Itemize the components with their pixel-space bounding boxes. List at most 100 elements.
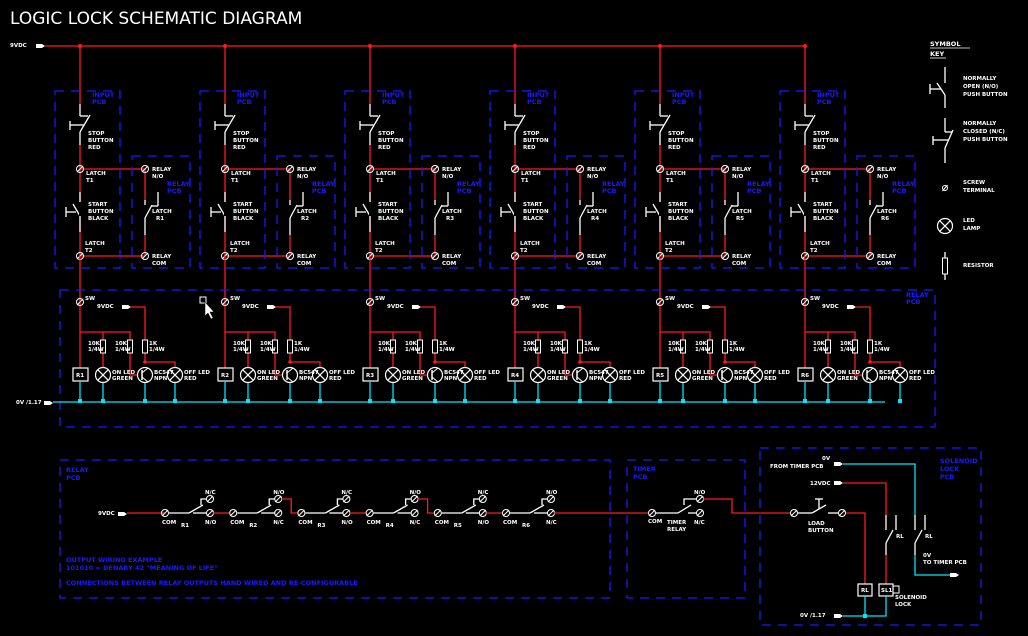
relay-latch-id: R6 [881, 216, 889, 222]
screw-terminal-icon [547, 509, 555, 517]
off-led-label: RED [474, 376, 487, 382]
ground-node [803, 399, 807, 403]
relay-coil-label: R4 [511, 373, 519, 379]
relay-com-label: RELAY [877, 254, 897, 260]
screw-terminal-icon [410, 509, 419, 517]
lamp-cross [242, 369, 254, 381]
transistor-emitter [431, 376, 439, 383]
solenoid-lock-label: SOLENOID [895, 595, 927, 601]
latch-t2-label: LATCH [375, 241, 395, 247]
on-led-label: GREEN [692, 376, 713, 382]
resistor-off-label: 1/4W [729, 347, 745, 353]
relay-com-label: COM [587, 261, 601, 267]
terminal-ring [76, 165, 84, 173]
resistor-on-label: 1/4W [88, 347, 104, 353]
led-lamp-icon [239, 366, 257, 384]
terminal-slash [656, 298, 664, 306]
wire [289, 352, 321, 368]
input-pcb-label: PCB [382, 98, 397, 106]
terminal-ring [365, 509, 374, 517]
on-led-label: GREEN [112, 376, 133, 382]
screw-terminal-icon [342, 509, 351, 517]
transistor-label: NPN [734, 376, 748, 382]
solenoid-pcb-box [759, 447, 982, 626]
terminal-ring [297, 509, 306, 517]
relay-pcb-label: RELAY [312, 180, 335, 188]
gap [514, 202, 516, 216]
terminal-ring [866, 252, 874, 260]
terminal-ring [801, 165, 809, 173]
input-pcb-label: PCB [92, 98, 107, 106]
resistor-off-label: 1/4W [584, 347, 600, 353]
stop-button-label: BUTTON [668, 138, 694, 144]
terminal-ring [502, 509, 510, 517]
stop-button-label: RED [88, 145, 101, 151]
transistor-collector [721, 367, 729, 374]
wire [564, 352, 573, 376]
screw-terminal-icon [431, 252, 439, 260]
relay-com-label: RELAY [732, 254, 752, 260]
terminal-ring [410, 509, 419, 517]
resistor-on-label: 1/4W [233, 347, 249, 353]
start-button-contact [507, 203, 516, 217]
latch-t2-label: T2 [810, 248, 818, 254]
wire [709, 352, 718, 376]
terminal-ring [366, 165, 374, 173]
relay-no-label: RELAY [732, 167, 752, 173]
relay-no-label: RELAY [152, 167, 172, 173]
on-led-label: GREEN [257, 376, 278, 382]
screw-terminal-icon [229, 509, 238, 517]
led-lamp-icon [166, 366, 184, 384]
resistor-base-label: 1/4W [405, 347, 421, 353]
symbol-key-label: PUSH BUTTON [963, 92, 1008, 98]
relay-no-label: RELAY [297, 167, 317, 173]
symbol-key-heading: KEY [930, 50, 944, 58]
stop-button-contact [79, 114, 91, 133]
resistor-base-label: 1/4W [550, 347, 566, 353]
npn-transistor-icon [426, 366, 444, 384]
ground-node [868, 399, 872, 403]
transistor-label: NPN [589, 376, 603, 382]
symbol-key-heading: SYMBOL [930, 40, 960, 48]
relay-contact [885, 529, 894, 544]
resistor-icon [127, 339, 133, 354]
lamp-cross [939, 220, 951, 232]
resistor-icon [577, 339, 583, 354]
terminal-slash [76, 165, 84, 173]
vdc-label: 9VDC [532, 304, 549, 310]
terminal-ring [161, 509, 169, 517]
terminal-slash [229, 509, 237, 517]
terminal-ring [366, 298, 374, 306]
input-pcb-label: INPUT [817, 91, 840, 99]
contact-top-label: N/C [478, 490, 489, 496]
relay-coil-label: RL [861, 588, 869, 594]
relay-pcb-box [276, 155, 336, 269]
resistor-on-label: 10K [378, 341, 391, 347]
normally-closed-push-button-icon [932, 118, 954, 163]
relay-contact [256, 504, 272, 514]
screw-terminal-icon [433, 509, 442, 517]
terminal-slash [479, 495, 487, 503]
terminal-ring [286, 252, 294, 260]
screw-terminal-icon [838, 509, 846, 517]
latch-t1-label: T1 [231, 178, 239, 184]
terminal-ring [790, 509, 798, 517]
npn-transistor-icon [716, 366, 734, 384]
resistor-icon [562, 339, 568, 354]
screw-terminal-icon [801, 298, 809, 306]
gap [804, 202, 806, 216]
wire [711, 306, 726, 340]
ground-node [391, 399, 395, 403]
start-button-label: BLACK [668, 216, 689, 222]
resistor-base-label: 10K [550, 341, 563, 347]
resistor-off-label: 1K [149, 341, 158, 347]
relay-no-label: RELAY [442, 167, 462, 173]
ground-node [223, 399, 227, 403]
wire [869, 352, 901, 368]
relay-pcb-label: PCB [312, 187, 327, 195]
normally-open-push-button-icon [929, 67, 946, 108]
mouse-cursor[interactable] [199, 296, 215, 320]
contact-bottom-label: N/O [341, 520, 353, 526]
terminal-slash [411, 509, 418, 517]
